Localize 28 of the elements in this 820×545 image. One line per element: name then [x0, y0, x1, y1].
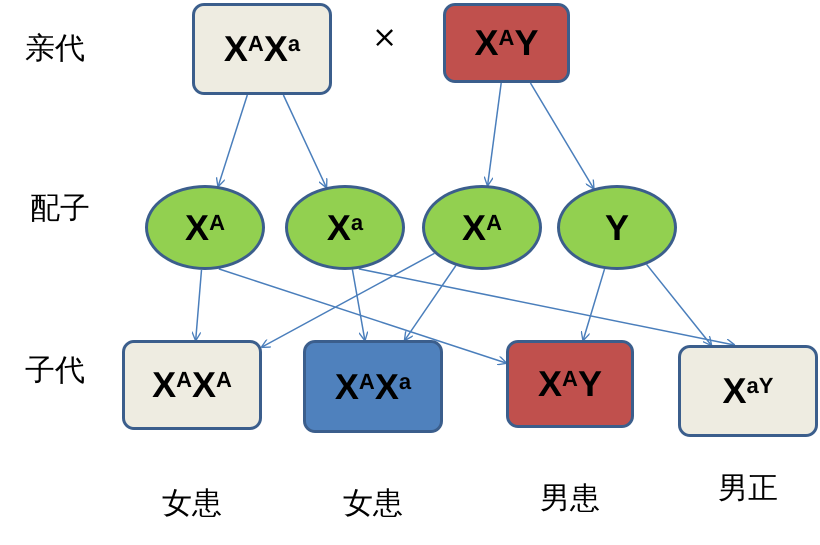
phenotype-label: 男正 — [717, 470, 779, 508]
arrow — [216, 94, 248, 188]
genotype-label: X$^{A}$ — [185, 206, 225, 248]
genotype-label: X$^{a}$ — [326, 206, 364, 248]
row-label: 配子 — [30, 190, 90, 228]
genotype-label: X$^{A}$X$^{a}$ — [334, 366, 412, 408]
genotype-label: X$^{A}$Y — [538, 363, 602, 405]
arrow — [580, 268, 606, 342]
genotype-label: X$^{A}$Y — [474, 22, 538, 64]
arrow — [218, 268, 508, 366]
rounded-box — [192, 3, 332, 95]
genotype-label: X$^{A}$ — [462, 206, 502, 248]
arrow — [191, 270, 202, 342]
row-label: 亲代 — [25, 30, 85, 68]
phenotype-label: 女患 — [342, 485, 404, 523]
phenotype-label: 男患 — [539, 480, 601, 518]
arrow — [646, 264, 712, 346]
row-label: 子代 — [25, 352, 85, 390]
phenotype-label: 女患 — [161, 485, 223, 523]
rounded-box — [443, 3, 570, 83]
genotype-label: X$^{A}$X$^{A}$ — [152, 364, 232, 406]
arrow — [484, 82, 502, 187]
genotype-label: X$^{A}$X$^{a}$ — [224, 28, 300, 70]
arrow — [352, 270, 369, 342]
arrow — [260, 252, 435, 348]
cross-sign: × — [372, 20, 398, 55]
genotype-label: Y — [604, 206, 629, 248]
genotype-label: X$^{aY}$ — [722, 370, 774, 412]
